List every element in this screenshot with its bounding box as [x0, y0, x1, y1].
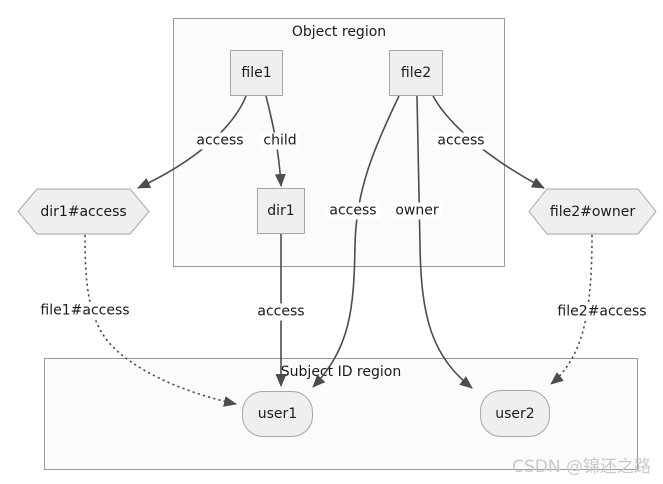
edge-dir1access-file1access-user1 — [84, 234, 237, 407]
node-file2: file2 — [389, 50, 443, 96]
edge-label-child: child — [260, 132, 300, 150]
edge-file2owner-file2access-user2 — [550, 234, 593, 385]
node-dir1-access-label: dir1#access — [40, 203, 127, 220]
node-user2-label: user2 — [495, 405, 535, 422]
edge-label-access-file2-owner: access — [434, 132, 488, 150]
edge-file2-owner-user2 — [416, 95, 473, 389]
node-dir1: dir1 — [257, 188, 305, 234]
edge-label-access-file2-user1: access — [326, 202, 380, 220]
node-user1: user1 — [242, 391, 313, 437]
edge-label-file2-access: file2#access — [554, 303, 650, 321]
edge-label-owner: owner — [392, 202, 442, 220]
hexagon-shape — [17, 188, 150, 235]
node-dir1-label: dir1 — [267, 203, 295, 219]
subject-id-region-title: Subject ID region — [280, 364, 402, 380]
node-file1-label: file1 — [241, 65, 272, 81]
hexagon-shape — [528, 188, 657, 235]
node-dir1-access: dir1#access — [17, 188, 150, 235]
edge-file2-access-user1 — [312, 95, 400, 388]
node-file2-label: file2 — [400, 65, 432, 81]
node-file2-owner-label: file2#owner — [549, 203, 636, 220]
csdn-watermark: CSDN @锦还之路 — [512, 457, 651, 477]
node-file1: file1 — [230, 50, 283, 96]
node-file2-owner: file2#owner — [528, 188, 657, 235]
edge-label-file1-access: file1#access — [37, 302, 133, 320]
node-user1-label: user1 — [257, 406, 298, 422]
edge-label-access-file1: access — [193, 132, 247, 150]
node-user2: user2 — [480, 390, 550, 437]
edge-label-access-dir1-user1: access — [254, 303, 308, 321]
object-region-title: Object region — [291, 24, 387, 40]
